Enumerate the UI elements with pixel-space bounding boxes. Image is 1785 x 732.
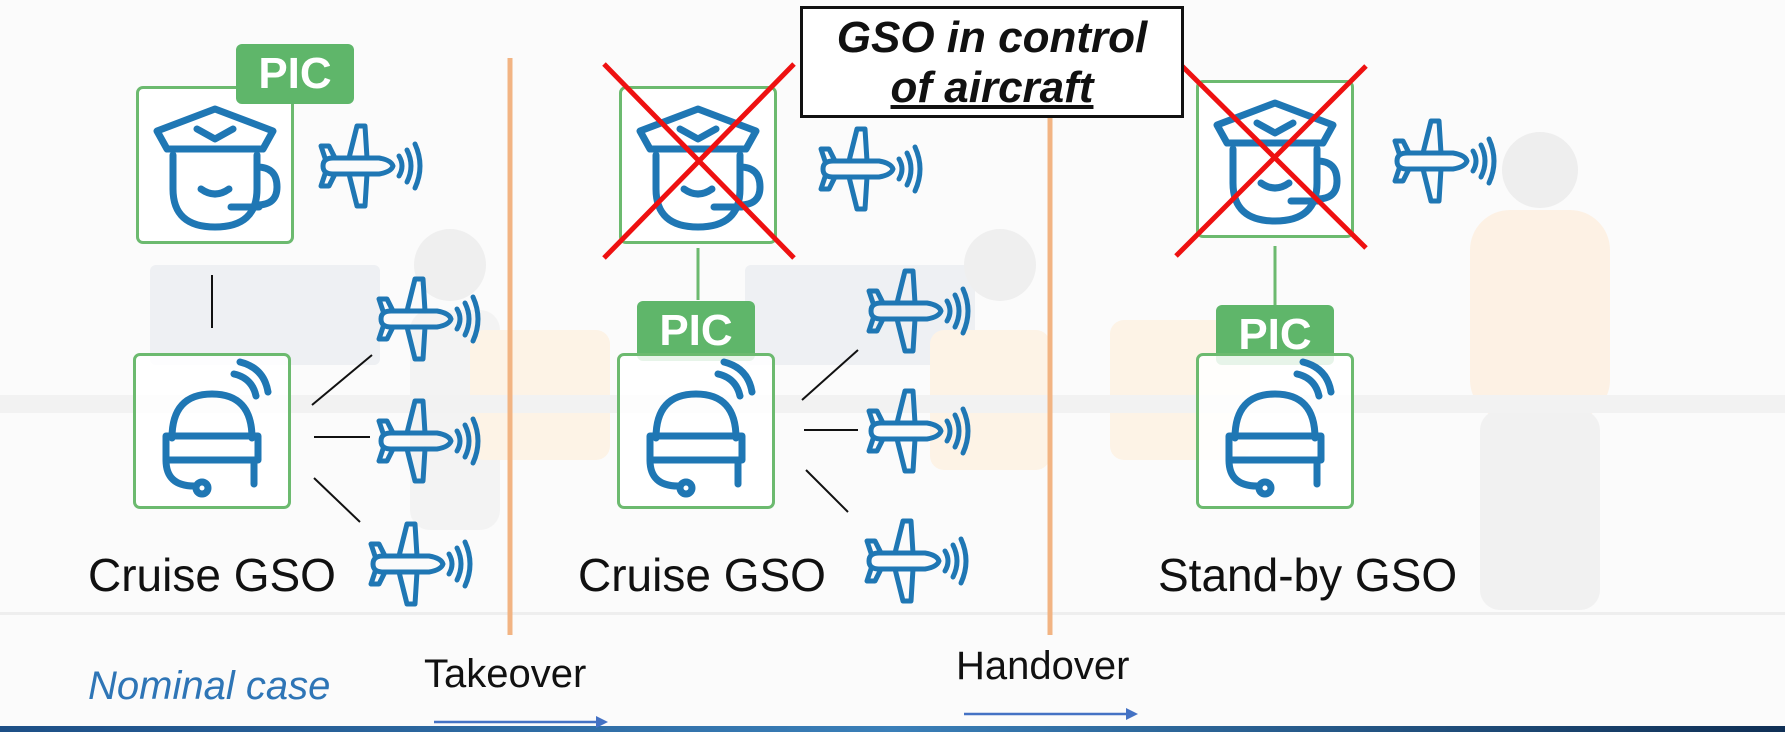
handover-label: Handover: [956, 644, 1130, 688]
pilot-box-1: [136, 86, 294, 244]
connector-gso1-aircraft-1: [311, 354, 373, 406]
aircraft-signal-icon: [866, 268, 971, 354]
pic-badge-2: PIC: [637, 301, 755, 361]
aircraft-signal-icon: [376, 276, 481, 362]
pilot-icon: [153, 105, 281, 231]
role-label-1: Cruise GSO: [88, 549, 336, 601]
aircraft-signal-icon: [318, 123, 423, 209]
gso-box-1: [133, 353, 291, 509]
connector-gso1-aircraft-3: [313, 477, 361, 523]
gso-box-3: [1196, 353, 1354, 509]
aircraft-signal-icon: [368, 521, 473, 607]
aircraft-signal-icon: [864, 518, 969, 604]
callout-line-2: of aircraft: [890, 63, 1094, 112]
nominal-case-label: Nominal case: [88, 664, 331, 708]
handover-arrow: [964, 708, 1138, 720]
ground-operator-headset-icon: [646, 358, 756, 498]
ground-operator-headset-icon: [1225, 358, 1335, 498]
gso-box-2: [617, 353, 775, 509]
aircraft-signal-icon: [1392, 118, 1497, 204]
pic-badge-1: PIC: [236, 44, 354, 104]
takeover-label: Takeover: [424, 652, 587, 696]
ground-operator-headset-icon: [162, 358, 272, 498]
callout-line-1: GSO in control: [836, 13, 1148, 62]
aircraft-signal-icon: [818, 126, 923, 212]
aircraft-signal-icon: [866, 388, 971, 474]
role-label-2: Cruise GSO: [578, 549, 826, 601]
gso-control-callout: GSO in control of aircraft: [800, 6, 1184, 118]
connector-gso2-aircraft-1: [801, 349, 859, 401]
connector-gso2-aircraft-3: [805, 469, 849, 513]
role-label-3: Stand-by GSO: [1158, 549, 1458, 601]
aircraft-signal-icon: [376, 398, 481, 484]
takeover-arrow: [434, 716, 608, 728]
